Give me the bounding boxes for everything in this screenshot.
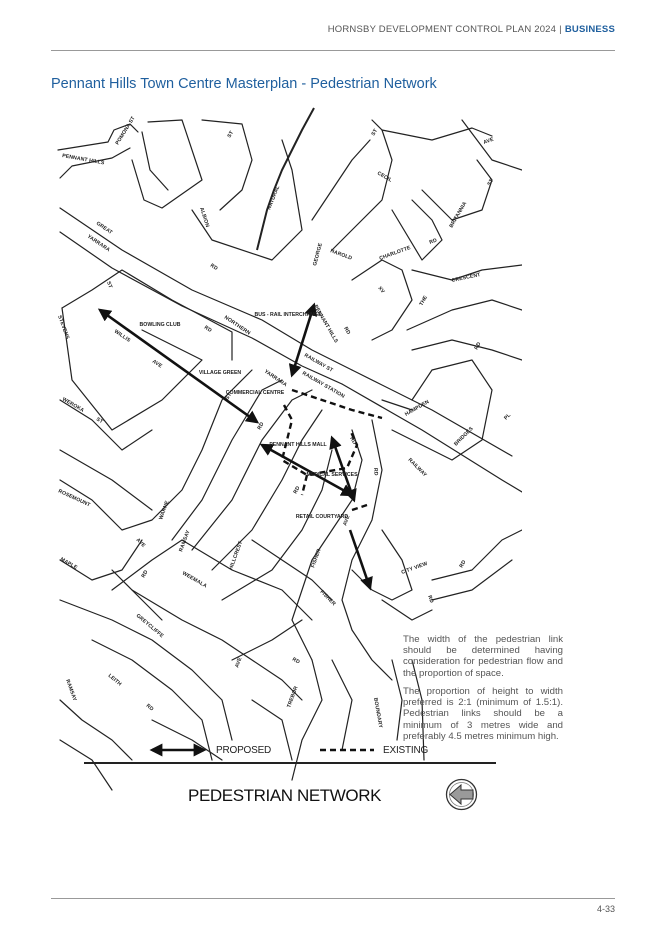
street-label: RAILWAY STATION [301,371,346,400]
document-title: HORNSBY DEVELOPMENT CONTROL PLAN 2024 [327,24,557,35]
street-label: FISHER [310,548,322,569]
street-label: CECIL [376,171,394,185]
street-label: PENNANT HILLS [62,153,106,166]
street-label: STEVENS [56,315,70,341]
street-label: AVE [151,359,163,370]
street-label: LEITH [107,673,123,688]
legend-proposed-label: PROPOSED [216,745,272,756]
street-label: RAILWAY ST [303,353,334,375]
street-label: ST [487,177,496,187]
street-label: RD [209,263,219,272]
street-label: GREYCLIFFE [135,613,165,640]
existing-link-railway-st [291,388,383,420]
street-label: RAILWAY [407,457,428,478]
street-label: ST [227,129,236,139]
place-label: PENNANT HILLS MALL [269,442,327,448]
existing-link-courtyard [351,503,368,512]
street-label: PENNANT HILLS [312,304,339,344]
street-label: WEROKA [61,397,85,414]
place-label: BUS - RAIL INTERCHANGE [254,312,322,318]
street-label: TREBOR [286,685,299,708]
street-label: FISHER [319,589,337,607]
street-label: BRITANNIA [449,201,469,229]
street-label: ROSEMOUNT [57,488,92,508]
legend-rule [84,762,496,764]
street-label: AVE [234,656,243,668]
street-label: MAPLE [59,557,79,572]
street-label: POMONA ST [115,115,137,146]
street-label: RD [426,595,434,604]
street-label: RD [203,325,213,334]
section-name: BUSINESS [564,24,615,35]
street-label: THE [419,294,430,307]
street-label: HILLCREST [228,540,244,571]
street-label: XV [376,285,385,295]
street-label: ST [225,391,234,401]
street-label: RD [429,238,438,246]
existing-link-mall-south [300,474,309,496]
place-label: BOWLING CLUB [140,322,181,328]
street-label: CITY VIEW [401,561,429,576]
creek-line [256,107,315,251]
map-title: PEDESTRIAN NETWORK [188,786,382,805]
street-label: RD [141,569,150,579]
page-title: Pennant Hills Town Centre Masterplan - P… [51,76,437,92]
street-label: RD [145,703,155,713]
street-label: ST [95,417,105,426]
street-label: RD [291,657,301,666]
street-label: HAROLD [329,248,353,261]
existing-link-mall-loop [280,404,359,477]
street-label: AVE [483,136,495,145]
street-label: RD [342,326,351,336]
map-svg: PENNANT HILLS POMONA ST ALBION ST NATURA… [56,107,522,791]
north-arrow-icon [445,778,478,811]
street-label: RD [372,468,379,476]
proposed-links [97,302,373,591]
street-label: YARRARA [86,234,111,254]
street-label: RD [474,341,483,351]
street-label: YARRARA [263,369,288,389]
existing-links [280,388,383,512]
header-separator: | [559,24,562,35]
street-label: NATURAL [266,184,281,210]
street-label: ALBION [198,207,210,228]
place-label: RETAIL COURTYARD [296,514,349,520]
page-number: 4-33 [596,904,615,914]
proposed-link-willis [97,308,260,424]
street-label: WARNE [158,500,171,521]
street-label: RD [257,421,266,431]
street-label: ST [105,281,113,290]
street-label: RD [293,485,302,495]
pedestrian-network-map: PENNANT HILLS POMONA ST ALBION ST NATURA… [52,100,522,820]
street-label: ST [371,127,380,137]
place-label: COMMERCIAL CENTRE [226,390,285,396]
place-label: VILLAGE GREEN [199,370,242,376]
proposed-link-fisher [348,529,373,591]
street-label: CHARLOTTE [379,245,412,262]
street-label: NORTHERN [223,315,252,337]
street-label: WEEMALA [181,571,208,590]
proposed-link-interchange [288,302,318,378]
note-proportion: The proportion of height to width prefer… [403,685,563,743]
street-label: AVE [342,514,351,526]
place-label: MEDICAL SERVICES [306,472,358,478]
legend-existing-label: EXISTING [383,745,429,756]
street-label: PL [503,412,513,422]
street-label: BOUNDARY [372,697,383,729]
street-label: CRESCENT [451,272,482,284]
street-label: GEORGE [312,242,324,267]
street-label: RAMSAY [64,679,78,703]
street-label: RD [459,559,468,569]
document-header: HORNSBY DEVELOPMENT CONTROL PLAN 2024|BU… [328,24,615,35]
header-rule [51,50,615,51]
footer-rule [51,898,615,899]
street-label: RD [348,436,357,446]
note-width: The width of the pedestrian link should … [403,633,563,679]
